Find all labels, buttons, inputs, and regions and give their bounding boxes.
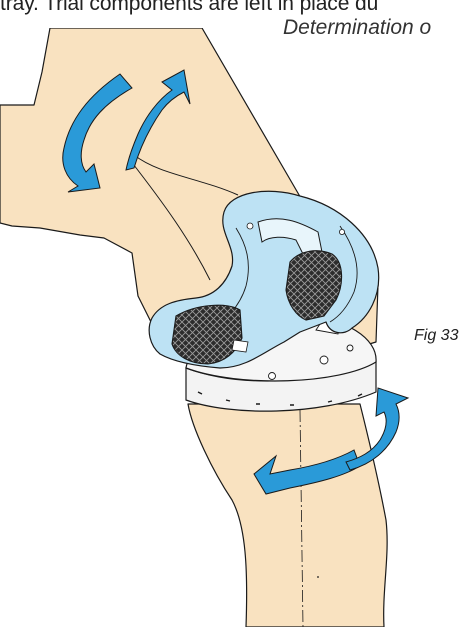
tibia-dot [317, 576, 319, 578]
femoral-peg [247, 223, 253, 229]
mesh-pad-tab [232, 340, 248, 352]
tray-hole [320, 356, 328, 364]
tray-hole-3 [347, 345, 353, 351]
tray-hole-2 [269, 373, 276, 380]
femoral-peg-2 [339, 229, 344, 234]
tibia-bone [188, 404, 387, 627]
